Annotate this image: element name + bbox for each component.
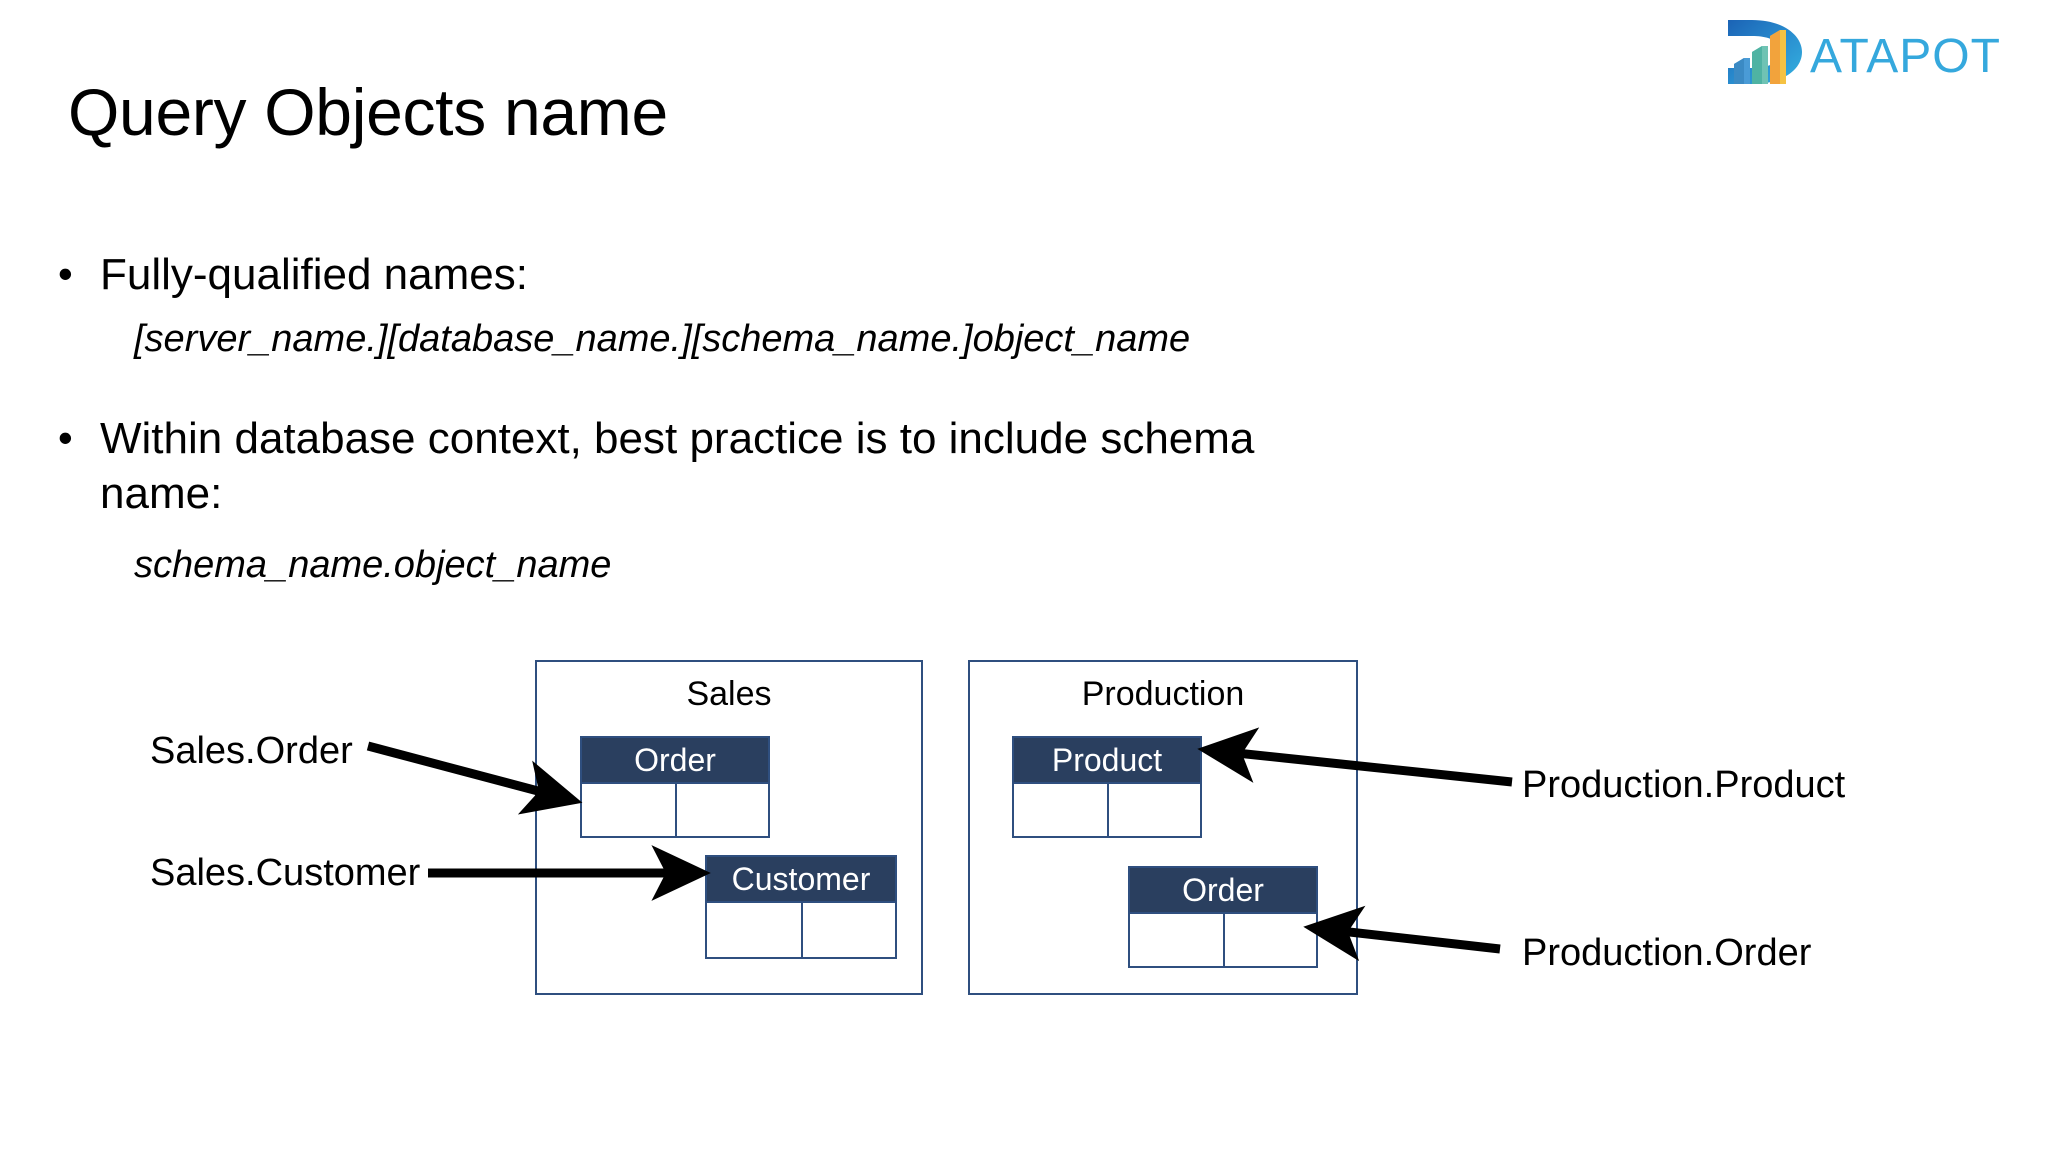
datapot-logo: ATAPOT [1718,14,2018,88]
table-header-label: Product [1014,738,1200,782]
table-body [582,782,768,838]
arrow-sales-order [366,741,583,815]
bullet-sub-1: [server_name.][database_name.][schema_na… [134,317,1191,360]
table-production-product: Product [1012,736,1202,838]
arrow-production-order [1303,905,1501,962]
table-body [707,901,895,957]
logo-bar-chart [1734,30,1786,84]
page-title: Query Objects name [68,75,668,149]
table-cell [675,782,768,838]
bullet-dot-icon: • [58,414,73,461]
schema-container-production: Production [968,660,1358,995]
table-cell [1107,782,1200,838]
schema-label-sales: Sales [686,675,772,713]
arrow-production-product [1197,727,1513,787]
table-sales-order: Order [580,736,770,838]
table-body [1130,912,1316,968]
bullet-text-1: Fully-qualified names: [100,250,528,299]
callout-label-production-order: Production.Order [1522,932,1812,974]
callout-label-sales-order: Sales.Order [150,730,353,772]
table-production-order: Order [1128,866,1318,968]
table-cell [801,901,895,957]
schema-label-production: Production [1081,675,1245,713]
logo-svg: ATAPOT [1728,20,2001,84]
table-cell [1223,912,1316,968]
table-cell [1130,912,1223,968]
table-header-label: Customer [707,857,895,901]
table-cell [707,901,801,957]
table-cell [1014,782,1107,838]
table-cell [582,782,675,838]
table-body [1014,782,1200,838]
logo-wordmark: ATAPOT [1810,30,2001,83]
table-sales-customer: Customer [705,855,897,959]
bullet-item-1: • Fully-qualified names: [server_name.][… [48,248,1190,362]
callout-label-sales-customer: Sales.Customer [150,852,421,894]
schema-container-sales: Sales [535,660,923,995]
table-header-label: Order [582,738,768,782]
bullet-dot-icon: • [58,250,73,297]
callout-label-production-product: Production.Product [1522,764,1846,806]
bullet-item-2: • Within database context, best practice… [48,412,1448,589]
table-header-label: Order [1130,868,1316,912]
bullet-sub-2: schema_name.object_name [134,544,612,587]
bullet-text-2: Within database context, best practice i… [100,414,1255,518]
